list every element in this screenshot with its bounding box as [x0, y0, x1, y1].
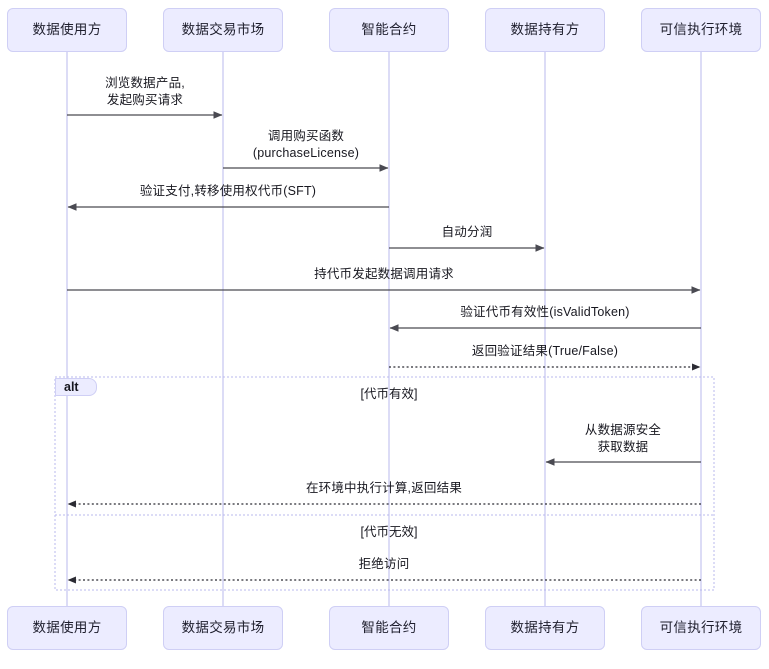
- actor-label-holder-bottom: 数据持有方: [510, 619, 580, 635]
- actor-box-holder-top[interactable]: 数据持有方: [485, 8, 605, 52]
- message-label-9: 在环境中执行计算,返回结果: [305, 481, 463, 495]
- actor-box-holder-bottom[interactable]: 数据持有方: [485, 606, 605, 650]
- alt-fragment-frame: [54, 376, 715, 591]
- actor-label-market-bottom: 数据交易市场: [181, 619, 265, 635]
- actor-label-consumer-top: 数据使用方: [32, 21, 102, 37]
- message-arrows-group: [67, 111, 701, 584]
- message-label-3: 验证支付,转移使用权代币(SFT): [139, 184, 317, 198]
- message-label-2: 调用购买函数 (purchaseLicense): [252, 129, 360, 160]
- actor-box-consumer-top[interactable]: 数据使用方: [7, 8, 127, 52]
- alt-fragment-tab-label: alt: [64, 380, 79, 394]
- message-label-8: 从数据源安全 获取数据: [584, 423, 662, 454]
- actor-box-market-top[interactable]: 数据交易市场: [163, 8, 283, 52]
- message-label-5: 持代币发起数据调用请求: [314, 267, 454, 281]
- message-label-1: 浏览数据产品, 发起购买请求: [105, 76, 185, 107]
- actor-box-consumer-bottom[interactable]: 数据使用方: [7, 606, 127, 650]
- actor-label-contract-top: 智能合约: [361, 21, 417, 37]
- alt-condition-label-0: [代币有效]: [360, 387, 418, 401]
- actor-box-contract-bottom[interactable]: 智能合约: [329, 606, 449, 650]
- actor-label-holder-top: 数据持有方: [510, 21, 580, 37]
- message-label-4: 自动分润: [441, 225, 493, 239]
- lifelines-group: [66, 52, 702, 606]
- alt-fragment-rect: [54, 376, 715, 591]
- actor-box-tee-bottom[interactable]: 可信执行环境: [641, 606, 761, 650]
- actor-box-tee-top[interactable]: 可信执行环境: [641, 8, 761, 52]
- alt-fragment-tab: alt: [55, 378, 97, 396]
- actor-box-market-bottom[interactable]: 数据交易市场: [163, 606, 283, 650]
- actor-box-contract-top[interactable]: 智能合约: [329, 8, 449, 52]
- actor-label-tee-bottom: 可信执行环境: [659, 619, 743, 635]
- actor-label-market-top: 数据交易市场: [181, 21, 265, 37]
- message-label-6: 验证代币有效性(isValidToken): [460, 305, 630, 319]
- message-label-7: 返回验证结果(True/False): [471, 344, 619, 358]
- message-label-10: 拒绝访问: [358, 557, 410, 571]
- actor-label-consumer-bottom: 数据使用方: [32, 619, 102, 635]
- alt-condition-label-1: [代币无效]: [360, 525, 418, 539]
- actor-label-tee-top: 可信执行环境: [659, 21, 743, 37]
- actor-label-contract-bottom: 智能合约: [361, 619, 417, 635]
